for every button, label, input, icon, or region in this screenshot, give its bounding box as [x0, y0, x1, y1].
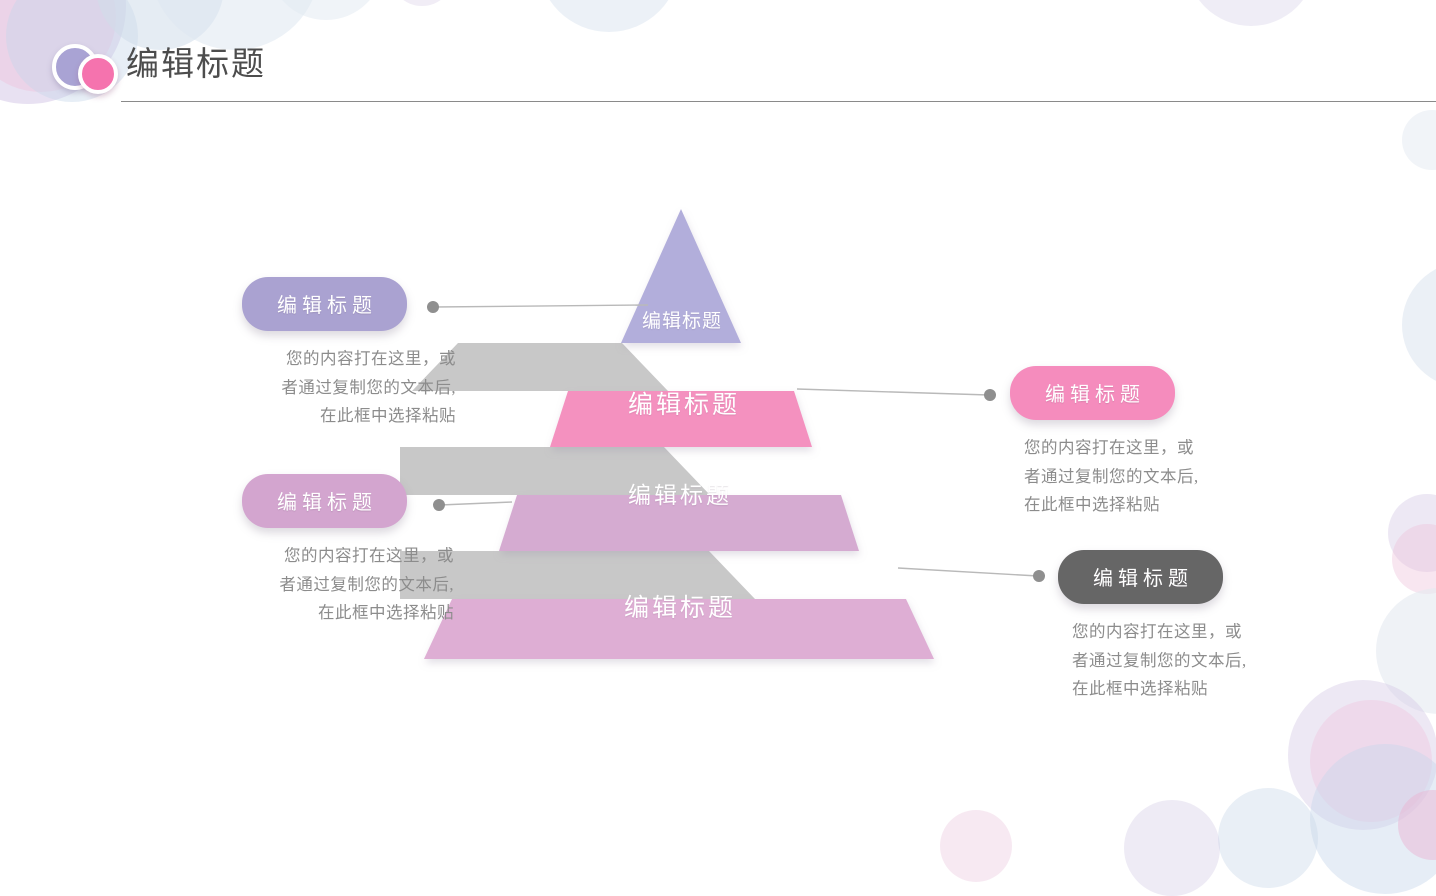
pyramid-level-1-label: 编辑标题 — [627, 392, 740, 419]
callout-body-line: 您的内容打在这里，或 — [1024, 438, 1194, 457]
pyramid-shadow-band-0 — [412, 343, 668, 391]
pyramid-shadow-band-1 — [400, 447, 710, 495]
circle-pink-icon — [78, 54, 118, 94]
callout-body-line: 您的内容打在这里，或 — [286, 349, 456, 368]
callout-mid-right: 编辑标题 您的内容打在这里，或 者通过复制您的文本后, 在此框中选择粘贴 — [1010, 366, 1270, 520]
pyramid-shadow-band-2 — [400, 551, 755, 599]
callout-body-line: 者通过复制您的文本后, — [1072, 650, 1247, 670]
callout-mid-right-body: 您的内容打在这里，或 者通过复制您的文本后, 在此框中选择粘贴 — [1010, 434, 1270, 520]
pyramid-level-0[interactable] — [621, 209, 741, 343]
callout-body-line: 者通过复制您的文本后, — [1024, 466, 1199, 486]
callout-body-line: 者通过复制您的文本后, — [281, 377, 456, 397]
pyramid-diagram: 编辑标题 编辑标题 编辑标题 编辑标题 — [400, 209, 934, 659]
pyramid-level-0-label: 编辑标题 — [641, 311, 722, 332]
callout-body-line: 您的内容打在这里，或 — [284, 546, 454, 565]
callout-body-line: 在此框中选择粘贴 — [1072, 679, 1208, 698]
callout-bottom-right-body: 您的内容打在这里，或 者通过复制您的文本后, 在此框中选择粘贴 — [1058, 618, 1318, 704]
callout-body-line: 在此框中选择粘贴 — [320, 406, 456, 425]
pyramid-level-3[interactable] — [424, 599, 934, 659]
pyramid-level-3-label: 编辑标题 — [623, 595, 736, 622]
callout-mid-left-body: 您的内容打在这里，或 者通过复制您的文本后, 在此框中选择粘贴 — [242, 542, 466, 628]
callout-mid-left: 编辑标题 您的内容打在这里，或 者通过复制您的文本后, 在此框中选择粘贴 — [242, 474, 466, 628]
callout-top-left: 编辑标题 您的内容打在这里，或 者通过复制您的文本后, 在此框中选择粘贴 — [242, 277, 466, 431]
callout-mid-left-pill[interactable]: 编辑标题 — [242, 474, 407, 528]
slide-header: 编辑标题 — [0, 0, 1436, 120]
header-divider — [121, 101, 1436, 102]
page-title: 编辑标题 — [126, 47, 266, 83]
callout-bottom-right: 编辑标题 您的内容打在这里，或 者通过复制您的文本后, 在此框中选择粘贴 — [1058, 550, 1318, 704]
pyramid-level-2[interactable] — [499, 495, 859, 551]
logo — [52, 44, 118, 96]
callout-top-left-pill[interactable]: 编辑标题 — [242, 277, 407, 331]
pyramid-level-1[interactable] — [550, 391, 812, 447]
callout-body-line: 您的内容打在这里，或 — [1072, 622, 1242, 641]
callout-body-line: 在此框中选择粘贴 — [318, 603, 454, 622]
callout-bottom-right-pill[interactable]: 编辑标题 — [1058, 550, 1223, 604]
callout-body-line: 在此框中选择粘贴 — [1024, 495, 1160, 514]
callout-body-line: 者通过复制您的文本后, — [279, 574, 454, 594]
pyramid-level-2-label: 编辑标题 — [628, 483, 732, 508]
callout-mid-right-pill[interactable]: 编辑标题 — [1010, 366, 1175, 420]
pyramid-graphic — [400, 209, 934, 659]
callout-top-left-body: 您的内容打在这里，或 者通过复制您的文本后, 在此框中选择粘贴 — [242, 345, 466, 431]
